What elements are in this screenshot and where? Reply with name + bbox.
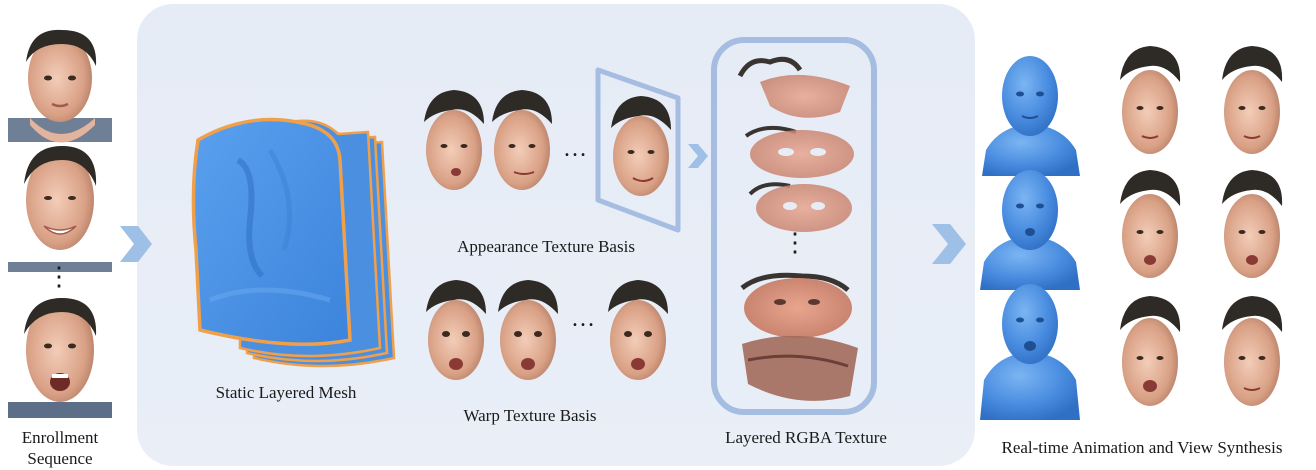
- ellipsis-horizontal-appearance: …: [563, 136, 587, 162]
- enrollment-label-line2: Sequence: [27, 449, 93, 468]
- static-mesh-label: Static Layered Mesh: [215, 383, 357, 402]
- realtime-label: Real-time Animation and View Synthesis: [1001, 438, 1283, 457]
- enrollment-face-1: [8, 29, 112, 143]
- layered-rgba-texture: [711, 37, 877, 415]
- rgba-texture-label: Layered RGBA Texture: [725, 428, 887, 447]
- blue-bust-3: [980, 284, 1080, 420]
- enrollment-face-2: [8, 146, 112, 272]
- rendered-face-grid: [1120, 46, 1283, 406]
- ellipsis-horizontal-warp: …: [571, 306, 595, 332]
- arrow-right-icon: [932, 224, 966, 264]
- arrow-right-icon: [120, 226, 152, 262]
- blue-bust-1: [982, 56, 1080, 176]
- ellipsis-vertical-rgba: ⋮: [782, 228, 808, 257]
- static-layered-mesh: [191, 117, 396, 368]
- appearance-basis-label: Appearance Texture Basis: [457, 237, 635, 256]
- warp-basis-faces: [426, 280, 668, 380]
- enrollment-face-3: [8, 298, 112, 418]
- warp-basis-label: Warp Texture Basis: [463, 406, 597, 425]
- blue-bust-2: [980, 170, 1080, 290]
- appearance-basis-faces: [424, 67, 681, 233]
- arrow-right-icon: [688, 144, 708, 168]
- enrollment-label-line1: Enrollment: [21, 428, 99, 447]
- ellipsis-vertical-enrollment: ⋮: [46, 262, 72, 291]
